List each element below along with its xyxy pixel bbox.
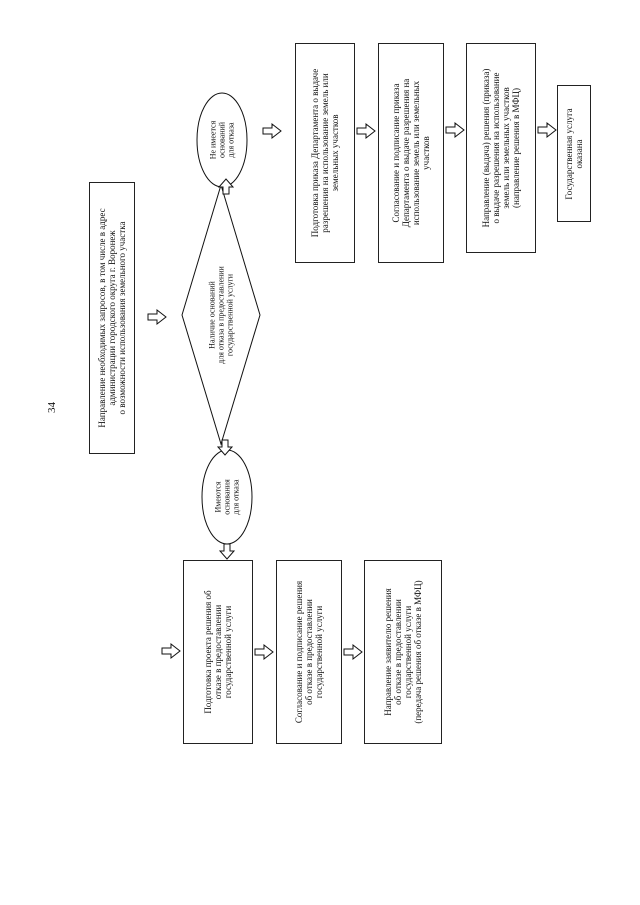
prepare-refusal-box: Подготовка проекта решения об отказе в п… — [183, 560, 253, 744]
approve-refusal-box: Согласование и подписание решения об отк… — [276, 560, 342, 744]
service-provided-box: Государственная услуга оказана — [557, 85, 591, 222]
prepare-order-box: Подготовка приказа Департамента о выдаче… — [295, 43, 355, 263]
send-refusal-box: Направление заявителю решения об отказе … — [364, 560, 442, 744]
arrow-has-grounds-to-refusal — [218, 543, 236, 560]
arrow-order-to-approve — [356, 123, 376, 139]
approve-order-box: Согласование и подписание приказа Департ… — [378, 43, 444, 263]
request-text: Направление необходимых запросов, в том … — [97, 208, 127, 428]
request-box: Направление необходимых запросов, в том … — [89, 182, 135, 454]
no-grounds-label: Не имеется оснований для отказа — [208, 120, 236, 160]
arrow-request-to-decision — [147, 309, 167, 325]
arrow-approve-to-issue — [445, 122, 465, 138]
arrow-no-grounds-to-order — [262, 123, 282, 139]
arrow-refusal-to-approve — [254, 644, 274, 660]
arrow-diamond-to-has-grounds — [216, 439, 234, 456]
arrow-issue-to-provided — [537, 122, 557, 138]
issue-decision-box: Направление (выдача) решения (приказа) о… — [466, 43, 536, 253]
decision-label: Наличие оснований для отказа в предостав… — [207, 266, 235, 364]
arrow-diamond-to-no-grounds — [217, 178, 235, 195]
has-grounds-label: Имеются основания для отказа — [213, 479, 241, 515]
arrow-into-refusal — [161, 643, 181, 659]
decision-diamond — [181, 183, 261, 446]
arrow-approve-refusal-to-send — [343, 644, 363, 660]
